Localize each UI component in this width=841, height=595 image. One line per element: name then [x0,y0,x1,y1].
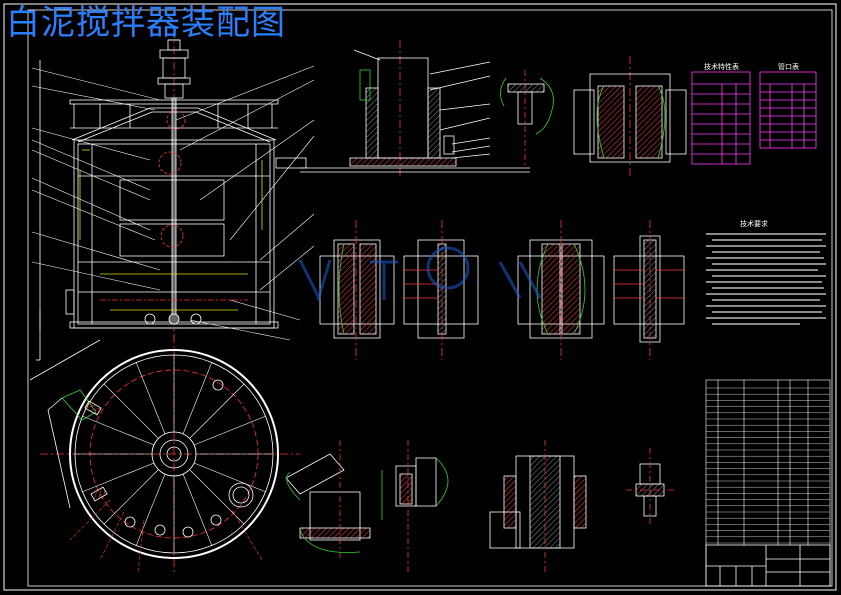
plan-view [29,335,300,575]
sheet-border [3,3,837,591]
technical-characteristics-heading: 技术特性表 [704,62,739,71]
drawing-frame [27,9,833,587]
middle-section-views [319,220,685,360]
main-elevation-view [31,30,315,361]
nozzle-table [759,71,817,149]
watermark-logo [298,246,542,301]
technical-characteristics-table [691,71,751,165]
notes-text-lines [706,233,826,325]
nozzle-table-heading: 管口表 [778,62,799,71]
support-section-view [300,40,530,178]
parts-list-rows [706,387,830,544]
flange-section-view [573,56,687,178]
drawing-title: 白泥搅拌器装配图 [6,3,286,43]
bottom-detail-views [285,440,674,575]
title-block [705,544,831,587]
fitting-detail-view [500,70,554,168]
parts-list [705,379,831,587]
notes-heading: 技术要求 [740,219,768,228]
